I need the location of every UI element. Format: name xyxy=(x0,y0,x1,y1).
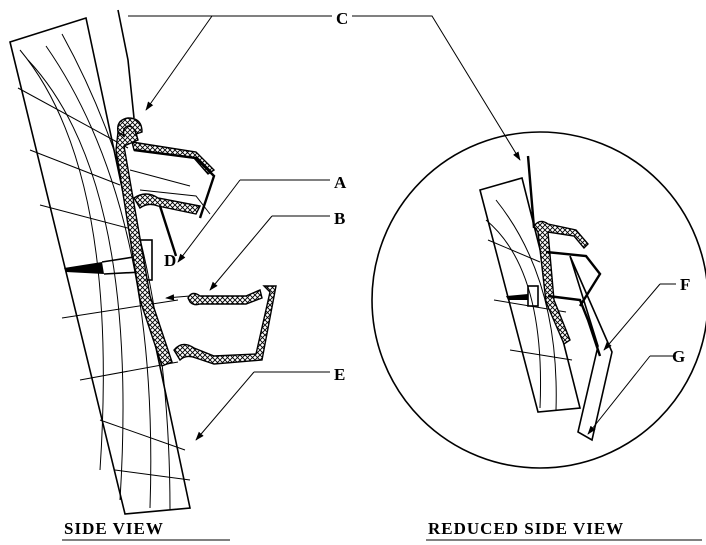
caption-reduced-side-view: REDUCED SIDE VIEW xyxy=(428,519,624,538)
hook-b xyxy=(187,289,263,306)
reduced-trunk xyxy=(479,177,582,413)
callout-c: C xyxy=(336,9,348,28)
upper-channel xyxy=(131,141,216,175)
middle-channel xyxy=(133,193,202,215)
callout-a: A xyxy=(334,173,347,192)
reduced-side-view: F G xyxy=(371,131,706,469)
callout-e: E xyxy=(334,365,345,384)
callout-g: G xyxy=(672,347,685,366)
callout-f: F xyxy=(680,275,690,294)
caption-side-view: SIDE VIEW xyxy=(64,519,164,538)
trunk-section xyxy=(9,16,191,515)
callout-d: D xyxy=(164,251,176,270)
lower-channel xyxy=(173,285,277,365)
rail-upper xyxy=(133,148,216,219)
detail-circle xyxy=(371,131,706,469)
side-view: C A B D E xyxy=(9,9,348,515)
strap-upper-curl xyxy=(117,117,143,138)
plank xyxy=(569,255,613,442)
tether-line xyxy=(117,9,135,119)
callout-b: B xyxy=(334,209,345,228)
